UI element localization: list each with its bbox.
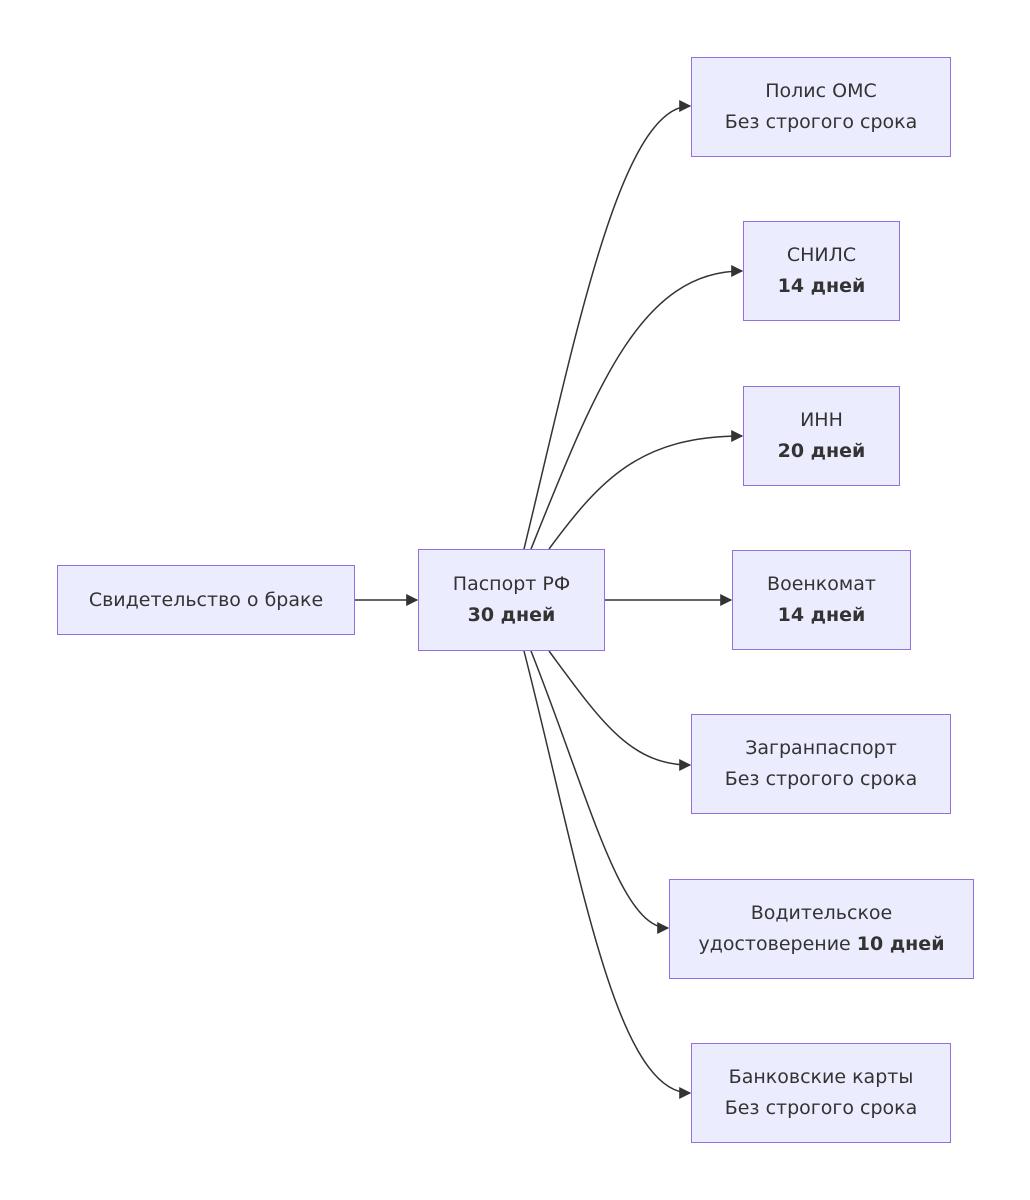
node-deadline: Без строгого срока xyxy=(724,768,918,790)
node-label-part: удостоверение xyxy=(698,933,851,955)
node-label-line2: удостоверение 10 дней xyxy=(698,929,944,960)
node-marriage-certificate: Свидетельство о браке xyxy=(57,565,355,635)
node-label: Банковские карты xyxy=(728,1066,914,1088)
node-label: Полис ОМС xyxy=(765,80,877,102)
node-label: Водительское xyxy=(750,902,893,924)
node-label: Свидетельство о браке xyxy=(88,588,324,611)
node-label: СНИЛС xyxy=(786,244,857,266)
edge-passport-to-foreign-passport xyxy=(548,650,692,771)
edge-passport-to-bank-cards xyxy=(523,650,692,1099)
node-bank-cards: Банковские карты Без строгого срока xyxy=(691,1043,951,1143)
edge-passport-to-oms xyxy=(523,100,692,550)
node-label: Военкомат xyxy=(767,573,876,595)
node-deadline: 14 дней xyxy=(777,275,866,297)
node-label: Паспорт РФ xyxy=(452,573,571,595)
node-deadline: 20 дней xyxy=(777,440,866,462)
node-deadline: Без строгого срока xyxy=(724,111,918,133)
node-label: ИНН xyxy=(800,409,843,431)
node-deadline: Без строгого срока xyxy=(724,1097,918,1119)
node-deadline: 10 дней xyxy=(856,933,945,955)
node-snils: СНИЛС 14 дней xyxy=(743,221,900,321)
node-label: Загранпаспорт xyxy=(745,737,897,759)
edge-passport-to-inn xyxy=(548,430,744,550)
node-deadline: 30 дней xyxy=(467,604,556,626)
node-driver-license: Водительское удостоверение 10 дней xyxy=(669,879,974,979)
node-inn: ИНН 20 дней xyxy=(743,386,900,486)
node-oms-policy: Полис ОМС Без строгого срока xyxy=(691,57,951,157)
node-deadline: 14 дней xyxy=(777,604,866,626)
edge-passport-to-driver-license xyxy=(530,650,670,934)
edge-passport-to-snils xyxy=(530,265,744,550)
node-military-office: Военкомат 14 дней xyxy=(732,550,911,650)
node-russian-passport: Паспорт РФ 30 дней xyxy=(418,549,605,651)
node-foreign-passport: Загранпаспорт Без строгого срока xyxy=(691,714,951,814)
